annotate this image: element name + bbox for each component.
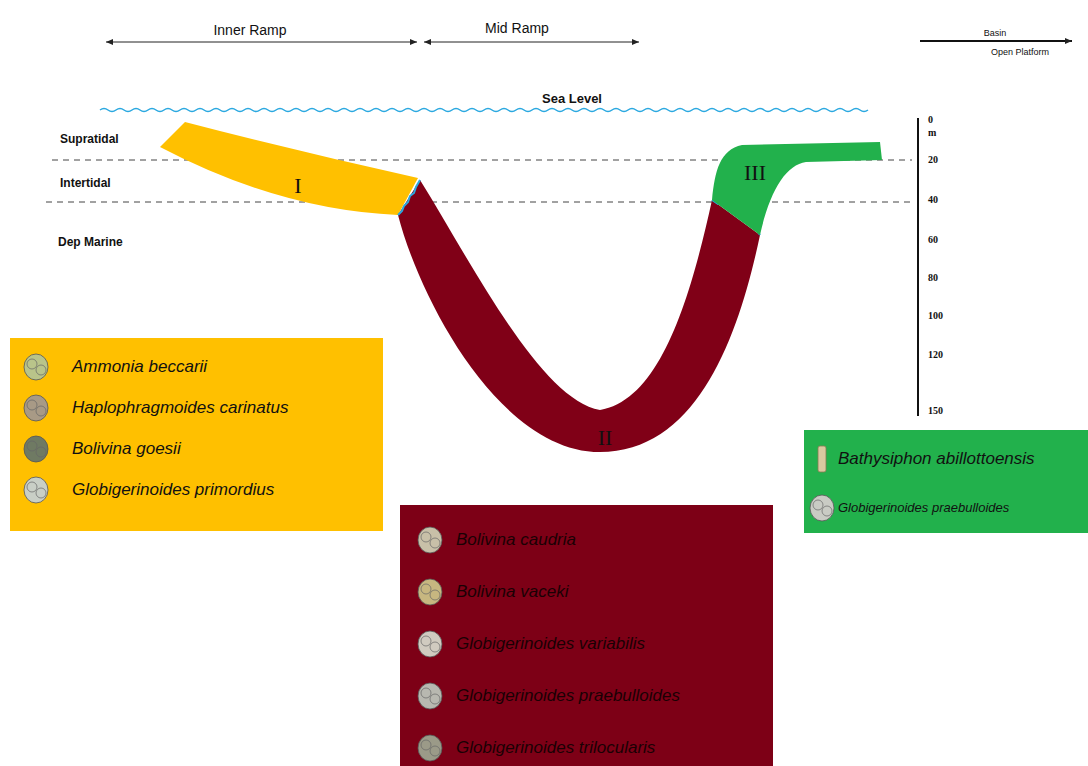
foram-icon	[24, 395, 48, 421]
box-fill	[400, 505, 773, 766]
species-name: Globigerinoides trilocularis	[456, 738, 655, 758]
foram-icon	[430, 538, 440, 548]
zone-depth-label: Supratidal	[60, 133, 119, 145]
mid-ramp-arrow	[424, 42, 639, 43]
foram-icon	[36, 365, 46, 375]
facies-contact	[398, 180, 420, 215]
foram-icon	[813, 500, 823, 510]
foram-icon	[27, 482, 37, 492]
foram-icon	[430, 590, 440, 600]
foram-icon	[36, 447, 46, 457]
foram-icon	[36, 406, 46, 416]
species-box: Bathysiphon abillottoensisGlobigerinoide…	[804, 430, 1088, 533]
foram-icon	[822, 506, 832, 516]
foram-icon	[430, 746, 440, 756]
species-name: Globigerinoides variabilis	[456, 634, 645, 654]
foram-icon	[421, 636, 431, 646]
foram-icon	[418, 579, 442, 605]
zone-label: Inner Ramp	[213, 23, 286, 37]
depth-tick: 150	[928, 406, 943, 416]
inner-ramp-arrow	[106, 42, 417, 43]
species-name: Globigerinoides praebulloides	[838, 500, 1009, 516]
band-fill	[398, 180, 760, 452]
facies-band: III	[700, 135, 890, 245]
foram-icon	[421, 740, 431, 750]
facies-number: III	[744, 162, 766, 184]
foram-icon	[418, 631, 442, 657]
facies-number: II	[598, 427, 613, 449]
basin-label: Open Platform	[991, 48, 1049, 57]
band-shape	[150, 112, 430, 224]
foram-icon	[27, 441, 37, 451]
band-fill	[160, 122, 418, 215]
species-name: Globigerinoides praebulloides	[456, 686, 680, 706]
foram-icon	[27, 359, 37, 369]
foram-icon	[421, 688, 431, 698]
foram-icon	[810, 495, 834, 521]
foram-icon	[24, 354, 48, 380]
foram-icon	[421, 584, 431, 594]
species-box: Ammonia beccariiHaplophragmoides carinat…	[10, 338, 383, 531]
foram-icon	[430, 642, 440, 652]
species-name: Bathysiphon abillottoensis	[838, 449, 1035, 469]
basin-arrow	[920, 40, 1072, 42]
facies-band: II	[390, 170, 770, 460]
foram-icon	[36, 488, 46, 498]
foram-icon	[418, 735, 442, 761]
sea-level-line	[100, 109, 868, 112]
species-name: Haplophragmoides carinatus	[72, 398, 288, 418]
band-shape	[700, 135, 890, 245]
box-shape	[804, 430, 1088, 533]
depth-tick: 120	[928, 350, 943, 360]
basin-label: Basin	[984, 29, 1007, 38]
depth-tick: 80	[928, 273, 938, 283]
facies-number: I	[294, 175, 301, 197]
depth-tick: 100	[928, 311, 943, 321]
species-name: Bolivina vaceki	[456, 582, 568, 602]
foram-icon	[24, 436, 48, 462]
box-fill	[10, 338, 383, 531]
depth-tick: 60	[928, 235, 938, 245]
foram-icon	[418, 683, 442, 709]
depth-tick: 20	[928, 155, 938, 165]
foram-icon	[418, 527, 442, 553]
species-name: Ammonia beccarii	[72, 357, 207, 377]
species-name: Globigerinoides primordius	[72, 480, 274, 500]
zone-label: Mid Ramp	[485, 21, 549, 35]
species-name: Bolivina caudria	[456, 530, 576, 550]
species-box: Bolivina caudriaBolivina vacekiGlobigeri…	[400, 505, 773, 766]
species-name: Bolivina goesii	[72, 439, 181, 459]
depth-unit: m	[928, 128, 936, 138]
foram-icon	[421, 532, 431, 542]
foram-icon	[818, 446, 826, 472]
foram-icon	[27, 400, 37, 410]
facies-band: I	[150, 112, 430, 224]
foram-icon	[430, 694, 440, 704]
tidal-boundary	[46, 202, 912, 203]
foram-icon	[24, 477, 48, 503]
band-shape	[390, 170, 770, 460]
zone-depth-label: Dep Marine	[58, 236, 123, 248]
depth-tick: 40	[928, 195, 938, 205]
band-fill	[712, 142, 882, 235]
sea-level-label: Sea Level	[542, 92, 602, 105]
depth-tick: 0	[928, 115, 933, 125]
depth-scale	[917, 118, 919, 416]
box-fill	[804, 430, 1088, 533]
zone-depth-label: Intertidal	[60, 177, 111, 189]
